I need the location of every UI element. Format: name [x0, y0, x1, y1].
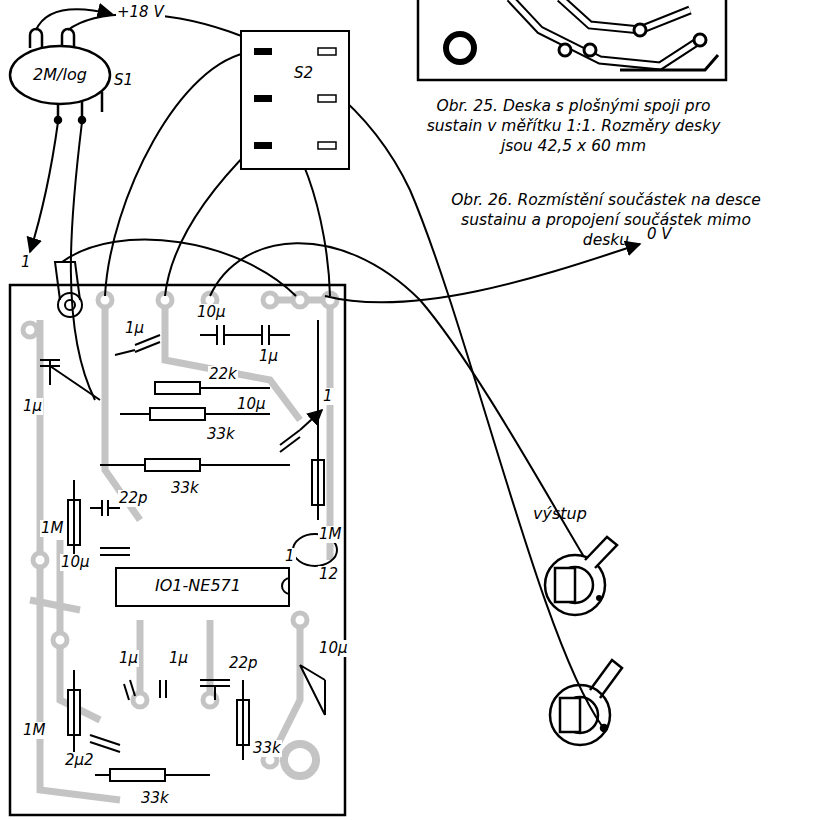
switch-pins — [242, 32, 347, 167]
capacitor-value: 10µ — [60, 554, 91, 571]
capacitor-value: 10µ — [318, 640, 349, 657]
capacitor-value: 22p — [228, 655, 259, 672]
jack-label: výstup — [533, 505, 587, 523]
part-name: S2 — [294, 65, 313, 82]
pot-value: 2M/log — [33, 66, 87, 84]
pin-number: 1 — [284, 548, 296, 565]
output-jack: výstup — [525, 505, 635, 630]
pin-number: 12 — [318, 566, 339, 583]
resistor-value: 1M — [318, 526, 343, 543]
capacitor-value: 10µ — [196, 304, 227, 321]
switch-box: S2 — [240, 30, 350, 170]
pcb-fragment — [418, 0, 726, 80]
figure-caption: Obr. 25. Deska s plošnými spoji pro sust… — [425, 96, 722, 156]
wires — [30, 9, 640, 726]
capacitor-value: 2µ2 — [64, 752, 95, 769]
jack-symbol — [525, 533, 635, 633]
capacitor-value: 1µ — [22, 398, 43, 415]
capacitor-value: 22p — [118, 490, 149, 507]
ic-notch — [278, 576, 290, 596]
capacitor-value: 1µ — [168, 650, 189, 667]
resistor-value: 1M — [40, 520, 65, 537]
resistor-value: 33k — [140, 790, 170, 807]
ic-chip: IO1-NE571 — [115, 567, 290, 607]
capacitor-value: 1µ — [124, 320, 145, 337]
pcb-board — [10, 262, 345, 815]
potentiometer: 2M/logS1 — [10, 46, 110, 104]
resistor-value: 33k — [206, 426, 236, 443]
part-name: S1 — [114, 72, 133, 89]
terminal-number: 1 — [20, 254, 32, 271]
capacitor-value: 1µ — [118, 650, 139, 667]
capacitor-value: 1µ — [258, 348, 279, 365]
resistor-value: 33k — [170, 480, 200, 497]
capacitor-value: 10µ — [236, 396, 267, 413]
pin-number: 1 — [322, 388, 334, 405]
resistor-value: 22k — [208, 366, 238, 383]
figure-caption: Obr. 26. Rozmístění součástek na desce s… — [440, 190, 772, 250]
jack-symbol — [550, 660, 622, 745]
resistor-value: 33k — [252, 740, 282, 757]
supply-label: +18 V — [116, 4, 165, 21]
resistor-value: 1M — [22, 722, 47, 739]
ic-name: IO1-NE571 — [155, 577, 241, 595]
